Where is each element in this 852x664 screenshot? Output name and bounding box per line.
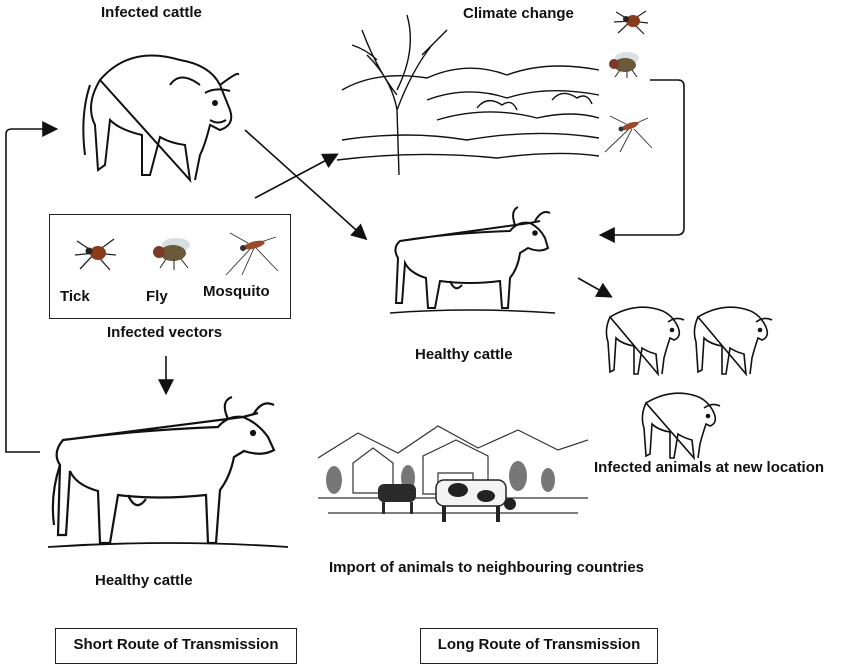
short-route-box: Short Route of Transmission — [55, 628, 297, 664]
long-route-box: Long Route of Transmission — [420, 628, 658, 664]
fly-icon — [153, 238, 190, 270]
fly-icon-top — [605, 48, 645, 78]
infected-animal-3 — [641, 392, 721, 461]
label-tick: Tick — [60, 288, 90, 305]
label-climate-change: Climate change — [463, 5, 574, 22]
label-infected-cattle: Infected cattle — [101, 4, 202, 21]
infected-animal-2 — [693, 306, 773, 377]
infected-animal-1 — [605, 306, 685, 377]
arrow-vectors-to-climate — [254, 153, 339, 199]
tick-icon — [74, 238, 117, 271]
label-mosquito: Mosquito — [203, 283, 270, 300]
label-import-animals: Import of animals to neighbouring countr… — [329, 559, 645, 576]
label-healthy-cattle-center: Healthy cattle — [415, 346, 513, 363]
short-route-label: Short Route of Transmission — [73, 636, 279, 653]
arrow-loop-back — [5, 121, 59, 453]
label-infected-vectors: Infected vectors — [107, 324, 223, 341]
infected-cattle-illustration — [82, 54, 240, 184]
healthy-cattle-center-illustration — [390, 206, 555, 314]
climate-landscape-illustration — [337, 14, 600, 176]
arrow-infected-to-healthy — [244, 129, 368, 241]
mosquito-icon — [225, 232, 279, 276]
infected-vectors-box: Tick Fly Mosquito — [49, 214, 291, 319]
label-fly: Fly — [146, 288, 168, 305]
arrow-climate-to-healthy — [598, 79, 685, 243]
tick-icon-top — [612, 6, 650, 36]
arrow-healthy-to-new-location — [577, 277, 613, 298]
mosquito-icon-top — [600, 112, 655, 154]
healthy-cattle-left-illustration — [48, 395, 288, 548]
label-infected-new-location: Infected animals at new location — [594, 459, 825, 476]
farm-import-illustration — [318, 425, 588, 522]
label-healthy-cattle-left: Healthy cattle — [95, 572, 193, 589]
long-route-label: Long Route of Transmission — [437, 636, 641, 653]
